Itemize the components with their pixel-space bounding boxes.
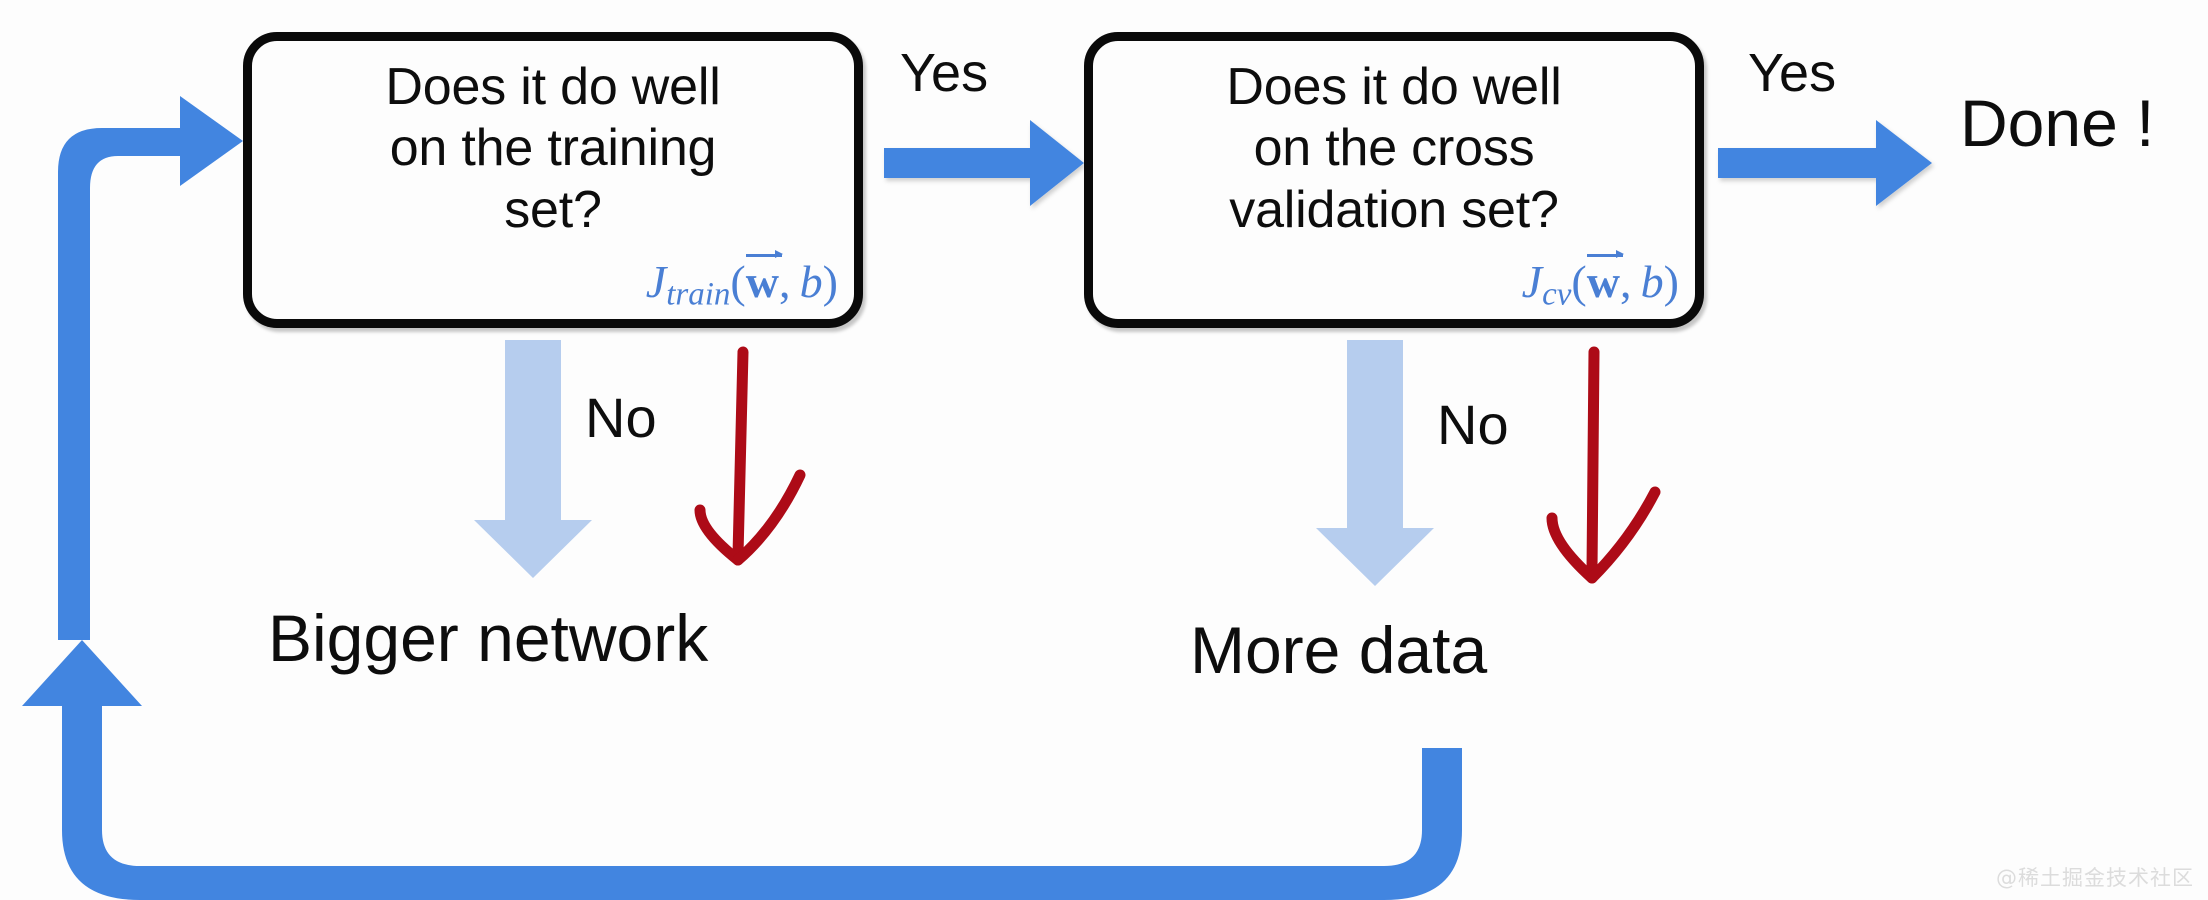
formula-comma: ,: [778, 255, 800, 307]
watermark: @稀土掘金技术社区: [1996, 866, 2194, 890]
vector-w-symbol: w: [1586, 249, 1625, 308]
b-symbol: b: [799, 255, 823, 307]
edge-label-no-train: No: [585, 386, 657, 449]
cost-formula-j-cv: Jcv(w, b): [1521, 249, 1679, 313]
decision-box-cross-validation-question: Does it do well on the cross validation …: [1226, 58, 1562, 239]
decision-box-training-question: Does it do well on the training set?: [385, 58, 721, 239]
vector-w-symbol: w: [745, 249, 784, 308]
yes-arrow-train-to-cv: [884, 120, 1084, 206]
decision-box-cross-validation[interactable]: Does it do well on the cross validation …: [1084, 32, 1704, 328]
red-annotation-arrow-train: [694, 346, 806, 566]
j-symbol: J: [1521, 255, 1543, 307]
edge-label-yes-cv: Yes: [1748, 43, 1837, 103]
yes-arrow-cv-to-done: [1718, 120, 1932, 206]
outcome-bigger-network: Bigger network: [268, 601, 709, 675]
cost-formula-j-train: Jtrain(w, b): [645, 249, 838, 313]
no-arrow-cv: [1316, 340, 1434, 586]
formula-comma: ,: [1619, 255, 1641, 307]
red-annotation-arrow-cv: [1546, 346, 1661, 584]
j-subscript-cv: cv: [1542, 276, 1572, 312]
formula-args-open: (: [1571, 255, 1587, 307]
j-symbol: J: [645, 255, 667, 307]
formula-args-close: ): [822, 255, 838, 307]
b-symbol: b: [1640, 255, 1664, 307]
terminal-done: Done !: [1960, 86, 2155, 160]
edge-label-yes-train: Yes: [900, 43, 989, 103]
edge-label-no-cv: No: [1437, 393, 1509, 456]
formula-args-close: ): [1663, 255, 1679, 307]
decision-box-training[interactable]: Does it do well on the training set? Jtr…: [243, 32, 863, 328]
j-subscript-train: train: [666, 276, 731, 312]
formula-args-open: (: [730, 255, 746, 307]
outcome-more-data: More data: [1190, 613, 1488, 687]
no-arrow-train: [474, 340, 592, 578]
feedback-loop-left: [58, 96, 243, 640]
